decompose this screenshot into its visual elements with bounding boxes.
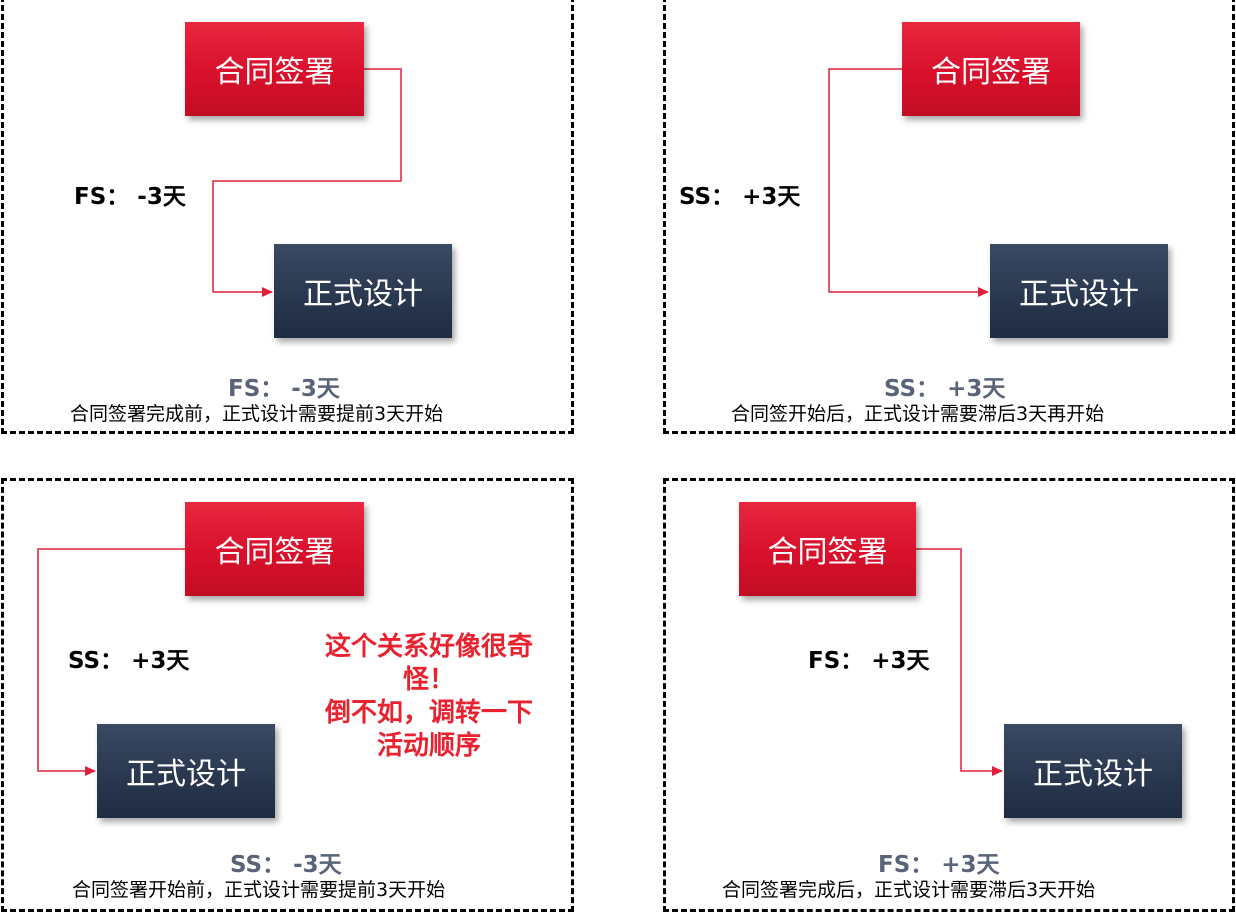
successor-box: 正式设计 [990,244,1168,338]
successor-box: 正式设计 [1004,724,1182,818]
caption-text: 合同签署开始前，正式设计需要提前3天开始 [72,879,446,901]
panel-ss-plus-3 [663,0,1235,434]
note-line: 倒不如，调转一下 [324,698,533,728]
caption-text: 合同签署完成前，正式设计需要提前3天开始 [70,403,444,425]
caption-text: 合同签开始后，正式设计需要滞后3天再开始 [731,403,1105,425]
relation-label: FS： +3天 [808,648,930,674]
predecessor-box: 合同签署 [185,502,364,596]
note-line: 怪！ [402,665,455,695]
caption-title: SS： -3天 [230,852,342,878]
note-line: 活动顺序 [376,731,481,761]
caption-title: FS： -3天 [228,376,340,402]
predecessor-box: 合同签署 [739,502,916,596]
relation-label: FS： -3天 [74,184,186,210]
panel-ss-minus-3 [1,478,574,912]
panel-fs-minus-3 [1,0,574,434]
successor-box: 正式设计 [97,724,275,818]
caption-title: FS： +3天 [878,852,1000,878]
panel-fs-plus-3 [663,478,1235,912]
predecessor-box: 合同签署 [185,22,364,116]
caption-text: 合同签署完成后，正式设计需要滞后3天开始 [722,879,1096,901]
annotation-note: 这个关系好像很奇 怪！ 倒不如，调转一下 活动顺序 [308,631,550,763]
predecessor-box: 合同签署 [902,22,1080,116]
relation-label: SS： +3天 [68,648,190,674]
successor-box: 正式设计 [274,244,452,338]
relation-label: SS： +3天 [679,184,801,210]
note-line: 这个关系好像很奇 [324,632,533,662]
caption-title: SS： +3天 [884,376,1006,402]
